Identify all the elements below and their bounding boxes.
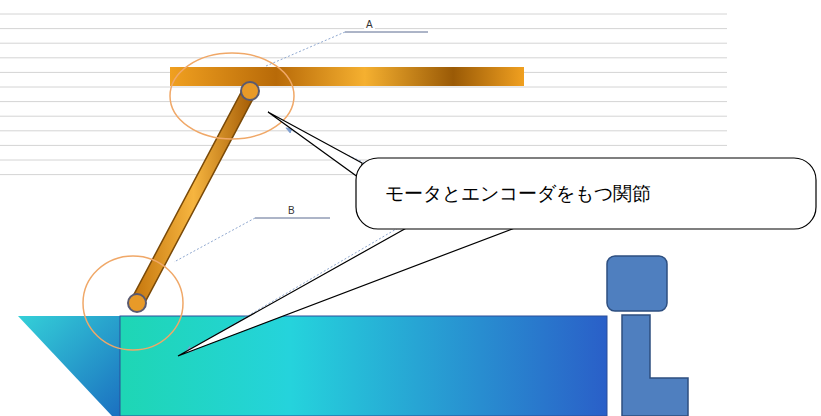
part-label: B — [286, 205, 297, 216]
background-line — [0, 87, 727, 88]
callout-bubble: モータとエンコーダをもつ関節 — [355, 157, 817, 230]
background-line — [0, 57, 727, 58]
background-line — [0, 101, 727, 102]
joint-highlight-circle — [170, 53, 294, 139]
background-lines — [0, 14, 727, 175]
boat-hull — [120, 316, 607, 416]
joint-highlight-circle — [83, 256, 183, 350]
boat-bow — [18, 316, 122, 416]
part-label: A — [364, 19, 375, 30]
callout-box — [356, 158, 816, 229]
background-line — [0, 43, 727, 44]
arm-link-outline — [137, 90, 250, 303]
operator-figure — [607, 256, 688, 416]
arm-link — [137, 90, 250, 303]
background-line — [0, 145, 727, 146]
lower-joint — [128, 294, 146, 312]
upper-joint — [241, 82, 259, 100]
callout-text: モータとエンコーダをもつ関節 — [385, 181, 817, 207]
top-bar — [170, 67, 524, 86]
background-line — [0, 130, 727, 131]
callout-tails — [178, 112, 520, 356]
background-line — [0, 14, 727, 15]
background-line — [0, 116, 727, 117]
